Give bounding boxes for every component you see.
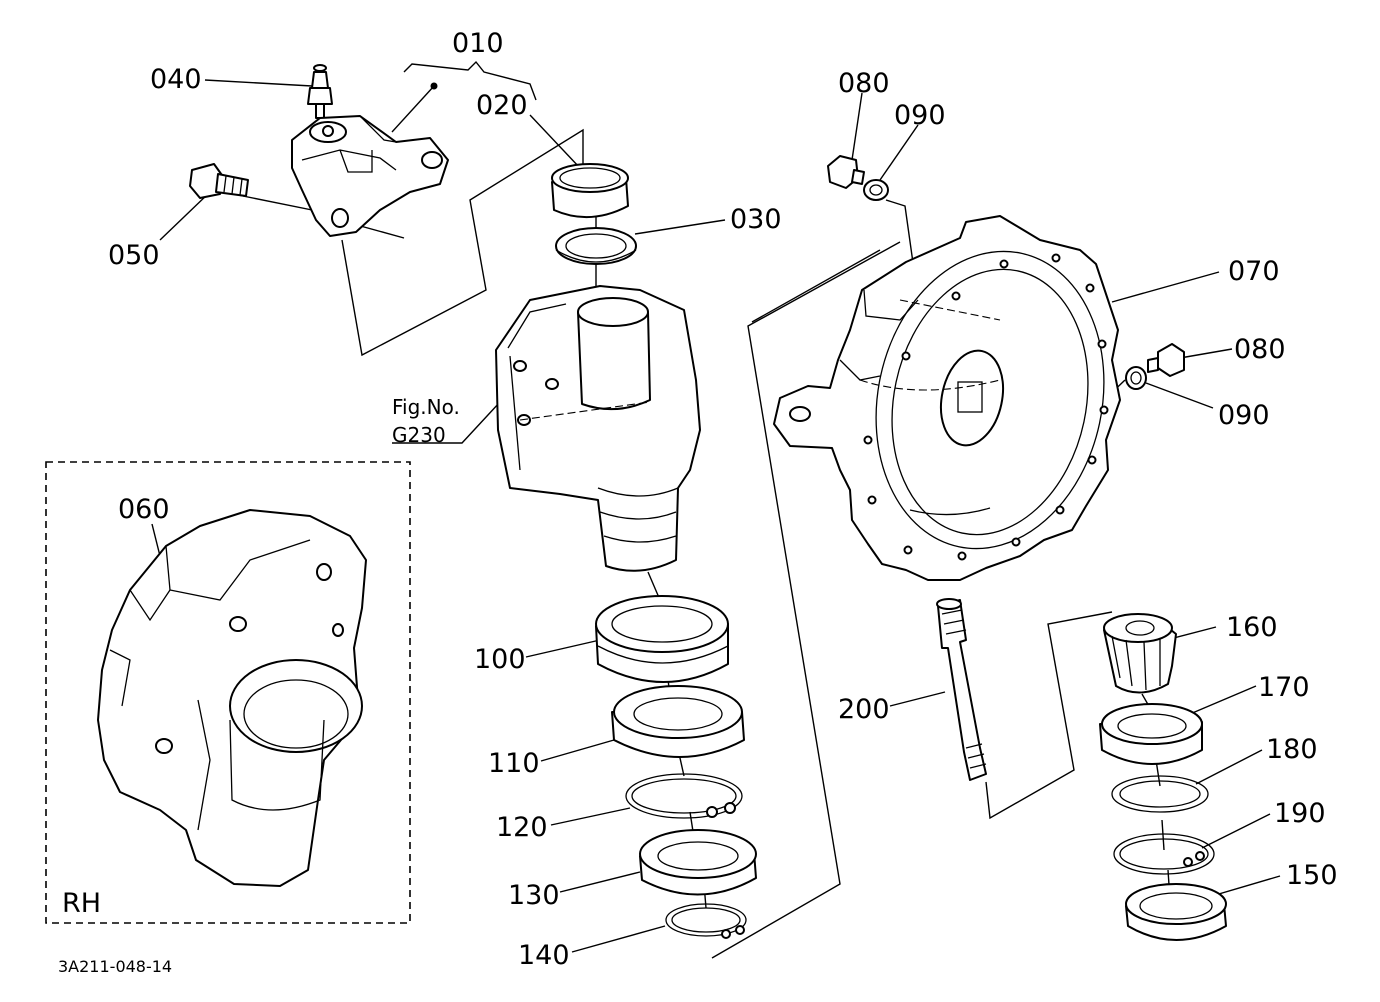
part-040-grease-fitting (307, 64, 333, 119)
part-160-bevel-gear (1103, 613, 1177, 694)
part-200-shaft (936, 598, 987, 781)
part-150-seal (1125, 883, 1227, 941)
callout-200: 200 (838, 694, 890, 725)
part-140-snap-ring (665, 903, 747, 939)
callout-130: 130 (508, 880, 560, 911)
callout-040: 040 (150, 64, 202, 95)
rh-inset-box (45, 461, 411, 924)
part-080-plug-right (1147, 343, 1185, 377)
part-090-washer-upper (863, 179, 889, 201)
part-170-bearing (1099, 703, 1203, 765)
callout-090-upper: 090 (894, 100, 946, 131)
callout-070: 070 (1228, 256, 1280, 287)
callout-150: 150 (1286, 860, 1338, 891)
part-030-seal (555, 227, 637, 265)
part-120-snap-ring (625, 773, 743, 819)
part-060-gear-case-rh (97, 509, 367, 887)
part-080-plug-upper (827, 155, 865, 189)
part-130-bearing (639, 829, 757, 896)
drawing-number: 3A211-048-14 (58, 957, 172, 976)
callout-140: 140 (518, 940, 570, 971)
callout-100: 100 (474, 644, 526, 675)
callout-020: 020 (476, 90, 528, 121)
inset-label-rh: RH (62, 888, 101, 919)
part-180-shim (1111, 775, 1209, 813)
callout-110: 110 (488, 748, 540, 779)
part-050-bolt (189, 163, 249, 199)
callout-170: 170 (1258, 672, 1310, 703)
callout-160: 160 (1226, 612, 1278, 643)
callout-030: 030 (730, 204, 782, 235)
callout-090-right: 090 (1218, 400, 1270, 431)
callout-060: 060 (118, 494, 170, 525)
reference-fig-no: Fig.No. (392, 395, 460, 419)
callout-190: 190 (1274, 798, 1326, 829)
reference-fig-id: G230 (392, 423, 446, 447)
reference-housing-g230 (495, 285, 701, 572)
part-090-washer-right (1125, 366, 1147, 390)
part-190-snap-ring (1113, 833, 1215, 875)
callout-050: 050 (108, 240, 160, 271)
part-010-bracket (291, 115, 449, 237)
callout-180: 180 (1266, 734, 1318, 765)
part-020-bushing (551, 163, 629, 219)
callout-labels: 010 020 030 040 050 060 070 080 090 080 … (58, 28, 1338, 976)
part-070-gear-case (773, 215, 1121, 581)
callout-120: 120 (496, 812, 548, 843)
part-110-bearing (611, 685, 745, 758)
callout-080-upper: 080 (838, 68, 890, 99)
callout-080-right: 080 (1234, 334, 1286, 365)
callout-010: 010 (452, 28, 504, 59)
part-100-seal-collar (595, 595, 729, 683)
